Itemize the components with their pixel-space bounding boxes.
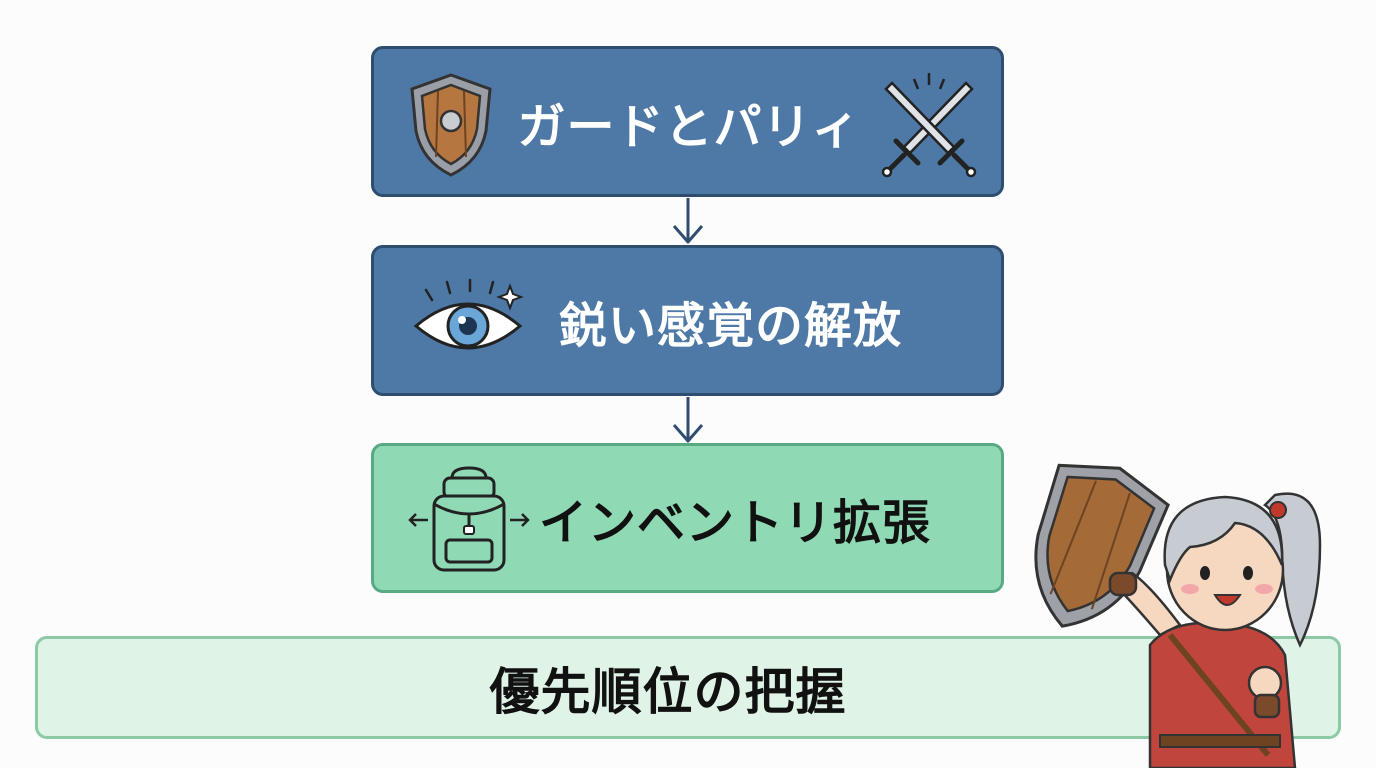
shield-icon [410,73,492,177]
step-label: インベントリ拡張 [539,495,932,551]
step-inventory-expansion: インベントリ拡張 [371,443,1004,593]
step-label: ガードとパリィ [517,98,861,155]
priority-banner: 優先順位の把握 [35,636,1341,739]
step-guard-parry: ガードとパリィ [371,46,1004,197]
flow-arrow [672,397,704,443]
expanding-backpack-icon [408,466,530,572]
flow-arrow [672,198,704,244]
priority-label: 優先順位の把握 [489,662,847,721]
sparkling-eye-icon [413,278,524,350]
girl-with-shield-illustration [1034,463,1322,768]
crossed-swords-icon [881,73,977,178]
step-label: 鋭い感覚の解放 [559,297,903,354]
step-sharp-senses: 鋭い感覚の解放 [371,245,1004,396]
